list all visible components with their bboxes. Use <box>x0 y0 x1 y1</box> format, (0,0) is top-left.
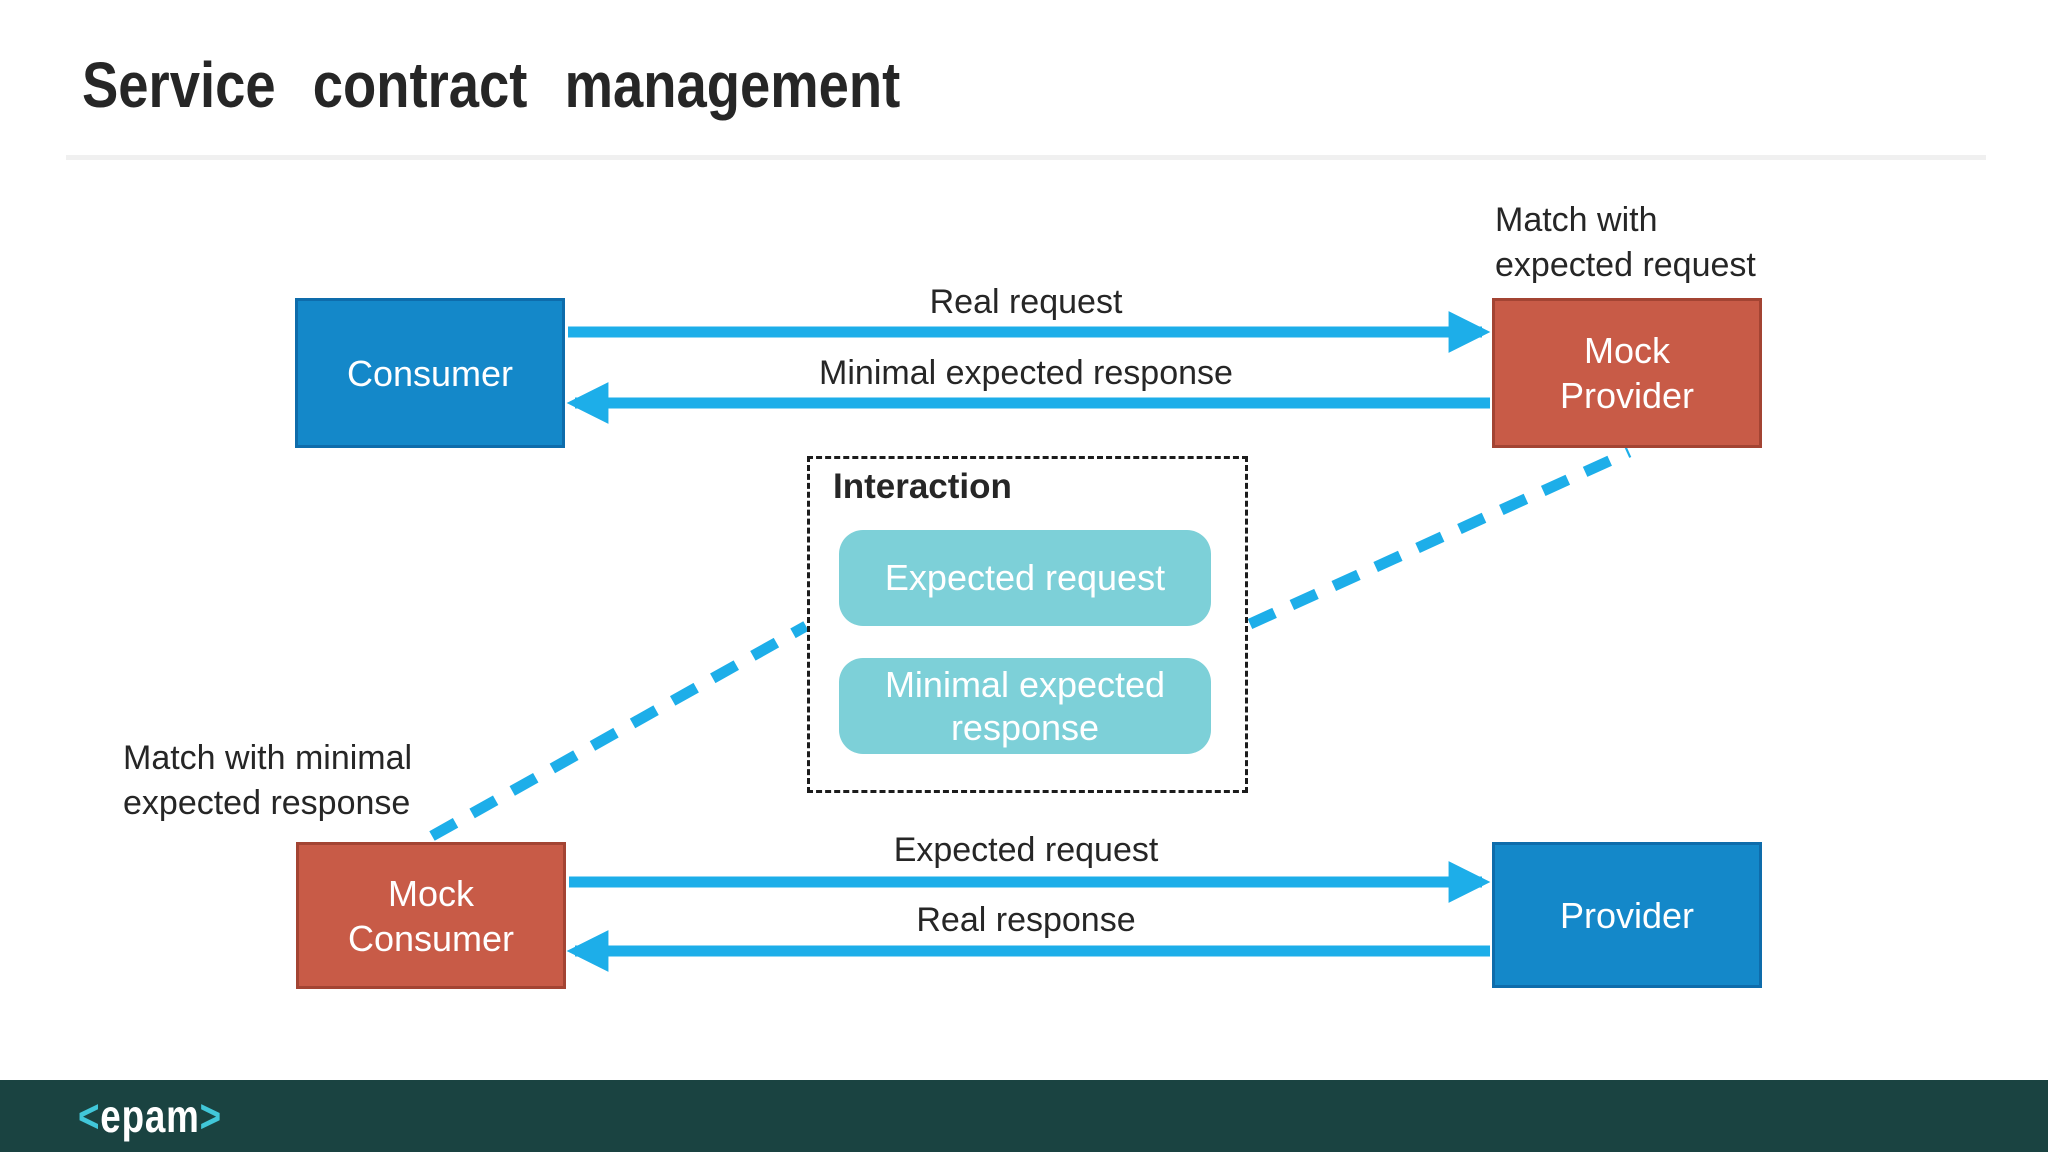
node-mock-provider-label: Mock Provider <box>1559 330 1695 416</box>
footer-bar: <epam> <box>0 1080 2048 1152</box>
label-expected-request: Expected request <box>893 831 1159 869</box>
label-real-response: Real response <box>916 901 1136 939</box>
pill-expected-request: Expected request <box>839 530 1211 626</box>
title-divider <box>66 155 1986 160</box>
interaction-title: Interaction <box>833 467 1012 506</box>
node-consumer: Consumer <box>295 298 565 448</box>
label-real-request: Real request <box>929 283 1123 321</box>
dashed-match-expected-line <box>1247 446 1632 630</box>
interaction-group: Interaction Expected request Minimal exp… <box>807 456 1248 793</box>
label-minimal-expected-response: Minimal expected response <box>819 354 1233 392</box>
pill-minimal-expected-response: Minimal expected response <box>839 658 1211 754</box>
epam-logo-right-bracket: > <box>199 1090 222 1142</box>
dashed-match-minimal-line <box>429 621 809 841</box>
node-mock-consumer-label: Mock Consumer <box>347 872 515 959</box>
page-title: Service contract management <box>82 49 901 121</box>
node-mock-consumer: Mock Consumer <box>296 842 566 989</box>
node-provider: Provider <box>1492 842 1762 988</box>
node-consumer-label: Consumer <box>346 352 514 394</box>
annotation-match-with-minimal-expected-response: Match with minimal expected response <box>123 739 413 823</box>
node-mock-provider: Mock Provider <box>1492 298 1762 448</box>
annotation-match-with-expected-request: Match with expected request <box>1495 201 1756 285</box>
epam-logo-word: epam <box>100 1090 200 1142</box>
pill-expected-request-label: Expected request <box>884 557 1166 599</box>
epam-logo: <epam> <box>78 1093 222 1139</box>
epam-logo-left-bracket: < <box>78 1090 101 1142</box>
pill-minimal-expected-response-label: Minimal expected response <box>884 663 1166 748</box>
node-provider-label: Provider <box>1559 894 1695 936</box>
